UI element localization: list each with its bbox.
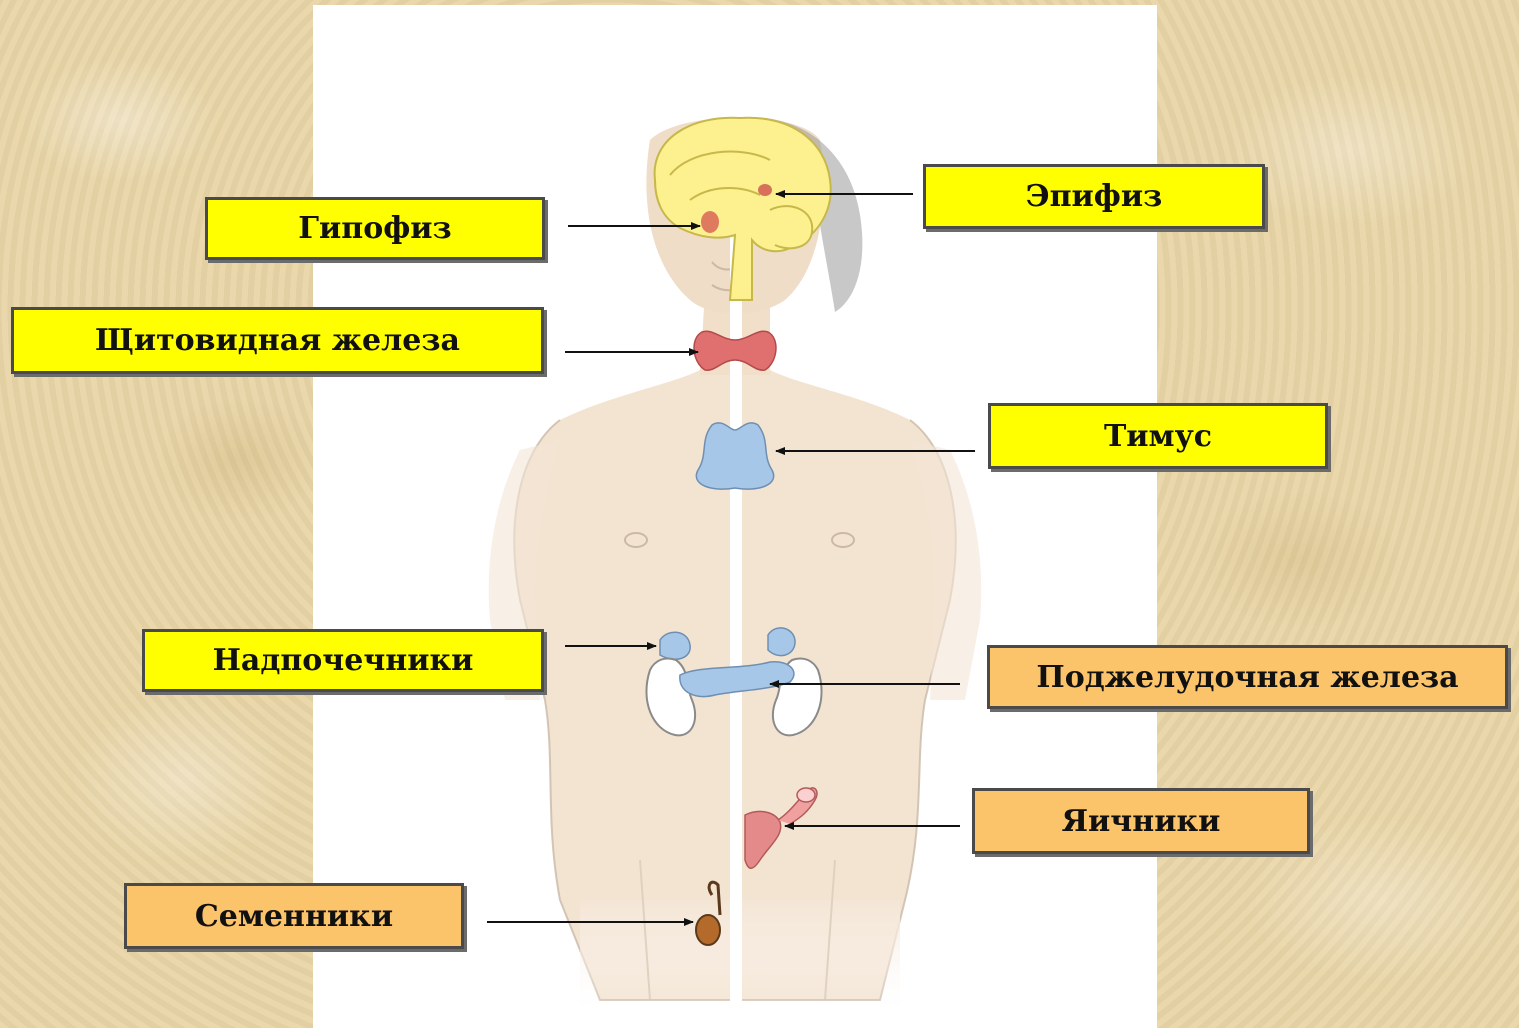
thymus-gland: [696, 423, 773, 489]
label-thyroid: Щитовидная железа: [11, 307, 544, 374]
label-pituitary: Гипофиз: [205, 197, 545, 260]
label-pancreas: Поджелудочная железа: [987, 645, 1508, 709]
label-adrenals: Надпочечники: [142, 629, 544, 692]
label-pineal: Эпифиз: [923, 164, 1265, 229]
label-testes: Семенники: [124, 883, 464, 949]
label-ovaries: Яичники: [972, 788, 1310, 854]
pineal-gland: [758, 184, 772, 196]
label-thymus: Тимус: [988, 403, 1328, 469]
pituitary-gland: [701, 211, 719, 233]
